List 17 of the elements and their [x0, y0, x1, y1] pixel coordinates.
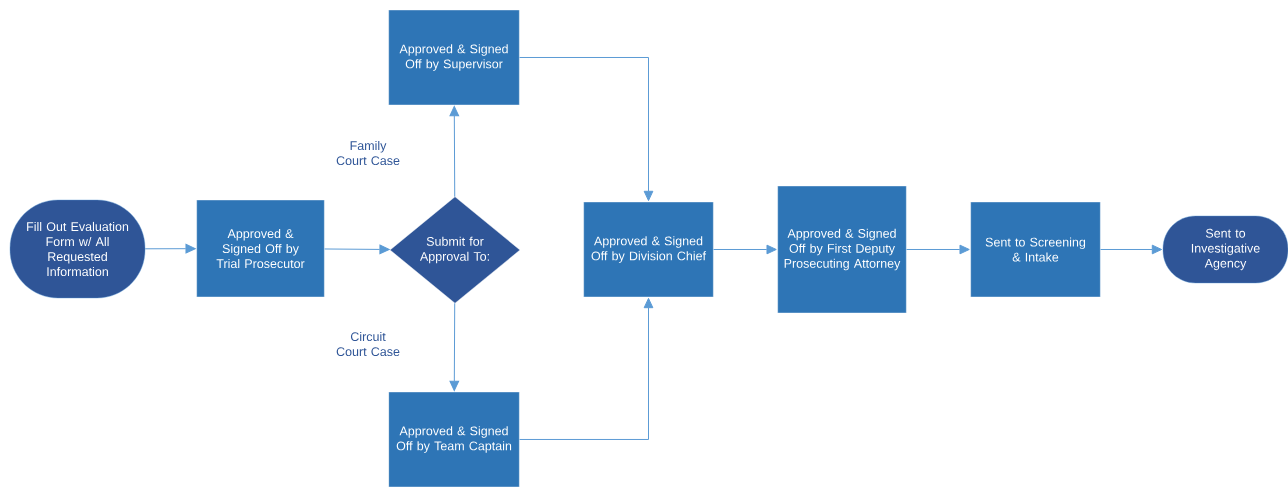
edge-label: Circuit Court Case — [336, 331, 400, 357]
process-box: Approved & Signed Off by Division Chief — [583, 201, 714, 298]
arrow — [519, 297, 654, 440]
arrow — [449, 105, 460, 198]
process-box: Approved & Signed Off by Team Captain — [388, 391, 520, 487]
arrow — [519, 57, 654, 202]
process-box: Approved & Signed Off by Supervisor — [388, 9, 520, 106]
edge-label: Family Court Case — [336, 140, 400, 166]
arrow — [906, 244, 970, 255]
process-box: Approved & Signed Off by First Deputy Prosecuting Attorney — [777, 185, 907, 314]
process-box: Sent to Screening & Intake — [970, 201, 1101, 298]
arrow — [144, 243, 196, 254]
arrow — [713, 244, 777, 255]
arrow — [1100, 244, 1163, 255]
arrow — [449, 302, 460, 392]
process-box: Approved & Signed Off by Trial Prosecutor — [196, 199, 325, 298]
arrow — [324, 244, 390, 255]
